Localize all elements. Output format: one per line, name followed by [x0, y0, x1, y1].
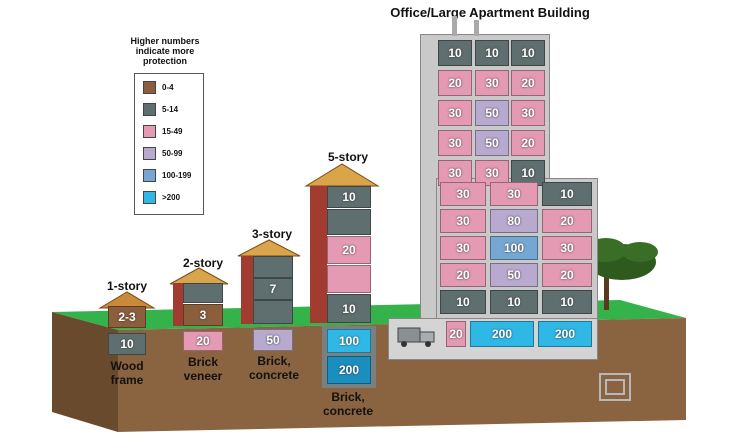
legend-item: 100-199 [143, 169, 191, 181]
legend-swatch [143, 103, 156, 116]
office-room: 200 [470, 321, 534, 347]
three-story-caption-1: Brick, [244, 354, 304, 368]
office-room: 10 [511, 40, 545, 66]
page-title: Office/Large Apartment Building [380, 6, 600, 20]
five-story-basement-2: 200 [327, 356, 371, 384]
three-story-top-room [253, 256, 293, 278]
office-room: 30 [475, 70, 509, 96]
office-room: 20 [438, 70, 472, 96]
legend-item: 15-49 [143, 125, 182, 137]
office-room: 30 [440, 236, 486, 260]
five-story-floor4 [327, 209, 371, 235]
office-room: 20 [511, 130, 545, 156]
office-room: 20 [511, 70, 545, 96]
legend-swatch [143, 147, 156, 160]
five-story-caption-1: Brick, [318, 390, 378, 404]
office-chimney-2 [474, 20, 479, 36]
three-story-caption-2: concrete [244, 368, 304, 382]
office-room: 20 [542, 263, 592, 287]
office-room: 50 [490, 263, 538, 287]
office-room: 10 [475, 40, 509, 66]
truck-icon [394, 322, 440, 350]
office-room: 80 [490, 209, 538, 233]
office-room: 30 [490, 182, 538, 206]
legend-box: 0-4 5-14 15-49 50-99 100-199 >200 [134, 73, 204, 215]
office-room: 20 [440, 263, 486, 287]
three-story-ground-room [253, 300, 293, 324]
one-story-basement: 10 [108, 333, 146, 355]
legend-swatch [143, 169, 156, 182]
two-story-ground-room: 3 [183, 304, 223, 326]
three-story-brick-wall [241, 256, 253, 324]
legend-item: 5-14 [143, 103, 178, 115]
office-room: 30 [511, 100, 545, 126]
office-room: 50 [475, 130, 509, 156]
legend-swatch [143, 125, 156, 138]
office-room: 30 [440, 182, 486, 206]
two-story-caption-2: veneer [175, 369, 231, 383]
three-story-basement: 50 [253, 329, 293, 351]
two-story-caption-1: Brick [175, 355, 231, 369]
office-room: 10 [490, 290, 538, 314]
five-story-floor3: 20 [327, 236, 371, 264]
legend-heading: Higher numbers indicate more protection [120, 36, 210, 66]
legend-item: >200 [143, 191, 180, 203]
three-story-middle-room: 7 [253, 278, 293, 300]
two-story-basement: 20 [183, 331, 223, 351]
five-story-caption-2: concrete [318, 404, 378, 418]
two-story-upper-room [183, 283, 223, 303]
one-story-caption-2: frame [102, 373, 152, 387]
office-room: 50 [475, 100, 509, 126]
legend-item: 50-99 [143, 147, 182, 159]
office-room: 10 [440, 290, 486, 314]
office-room: 10 [542, 182, 592, 206]
legend-swatch [143, 191, 156, 204]
two-story-brick-wall [173, 283, 183, 326]
office-room: 20 [446, 321, 466, 347]
office-room: 100 [490, 236, 538, 260]
office-room: 30 [440, 209, 486, 233]
five-story-roof [304, 162, 380, 188]
office-room: 30 [438, 100, 472, 126]
three-story-roof [236, 238, 302, 258]
one-story-ground-room: 2-3 [108, 306, 146, 328]
one-story-caption-1: Wood [102, 359, 152, 373]
office-room: 30 [438, 130, 472, 156]
office-room: 200 [538, 321, 592, 347]
office-room: 10 [542, 290, 592, 314]
office-room: 30 [542, 236, 592, 260]
five-story-brick-wall [310, 186, 327, 323]
watermark-icon [598, 372, 632, 402]
five-story-floor5: 10 [327, 186, 371, 208]
five-story-basement-1: 100 [327, 329, 371, 353]
legend-swatch [143, 81, 156, 94]
five-story-floor1: 10 [327, 294, 371, 323]
legend-item: 0-4 [143, 81, 174, 93]
office-room: 20 [542, 209, 592, 233]
office-chimney-1 [452, 16, 457, 36]
five-story-floor2 [327, 265, 371, 293]
office-room: 10 [438, 40, 472, 66]
